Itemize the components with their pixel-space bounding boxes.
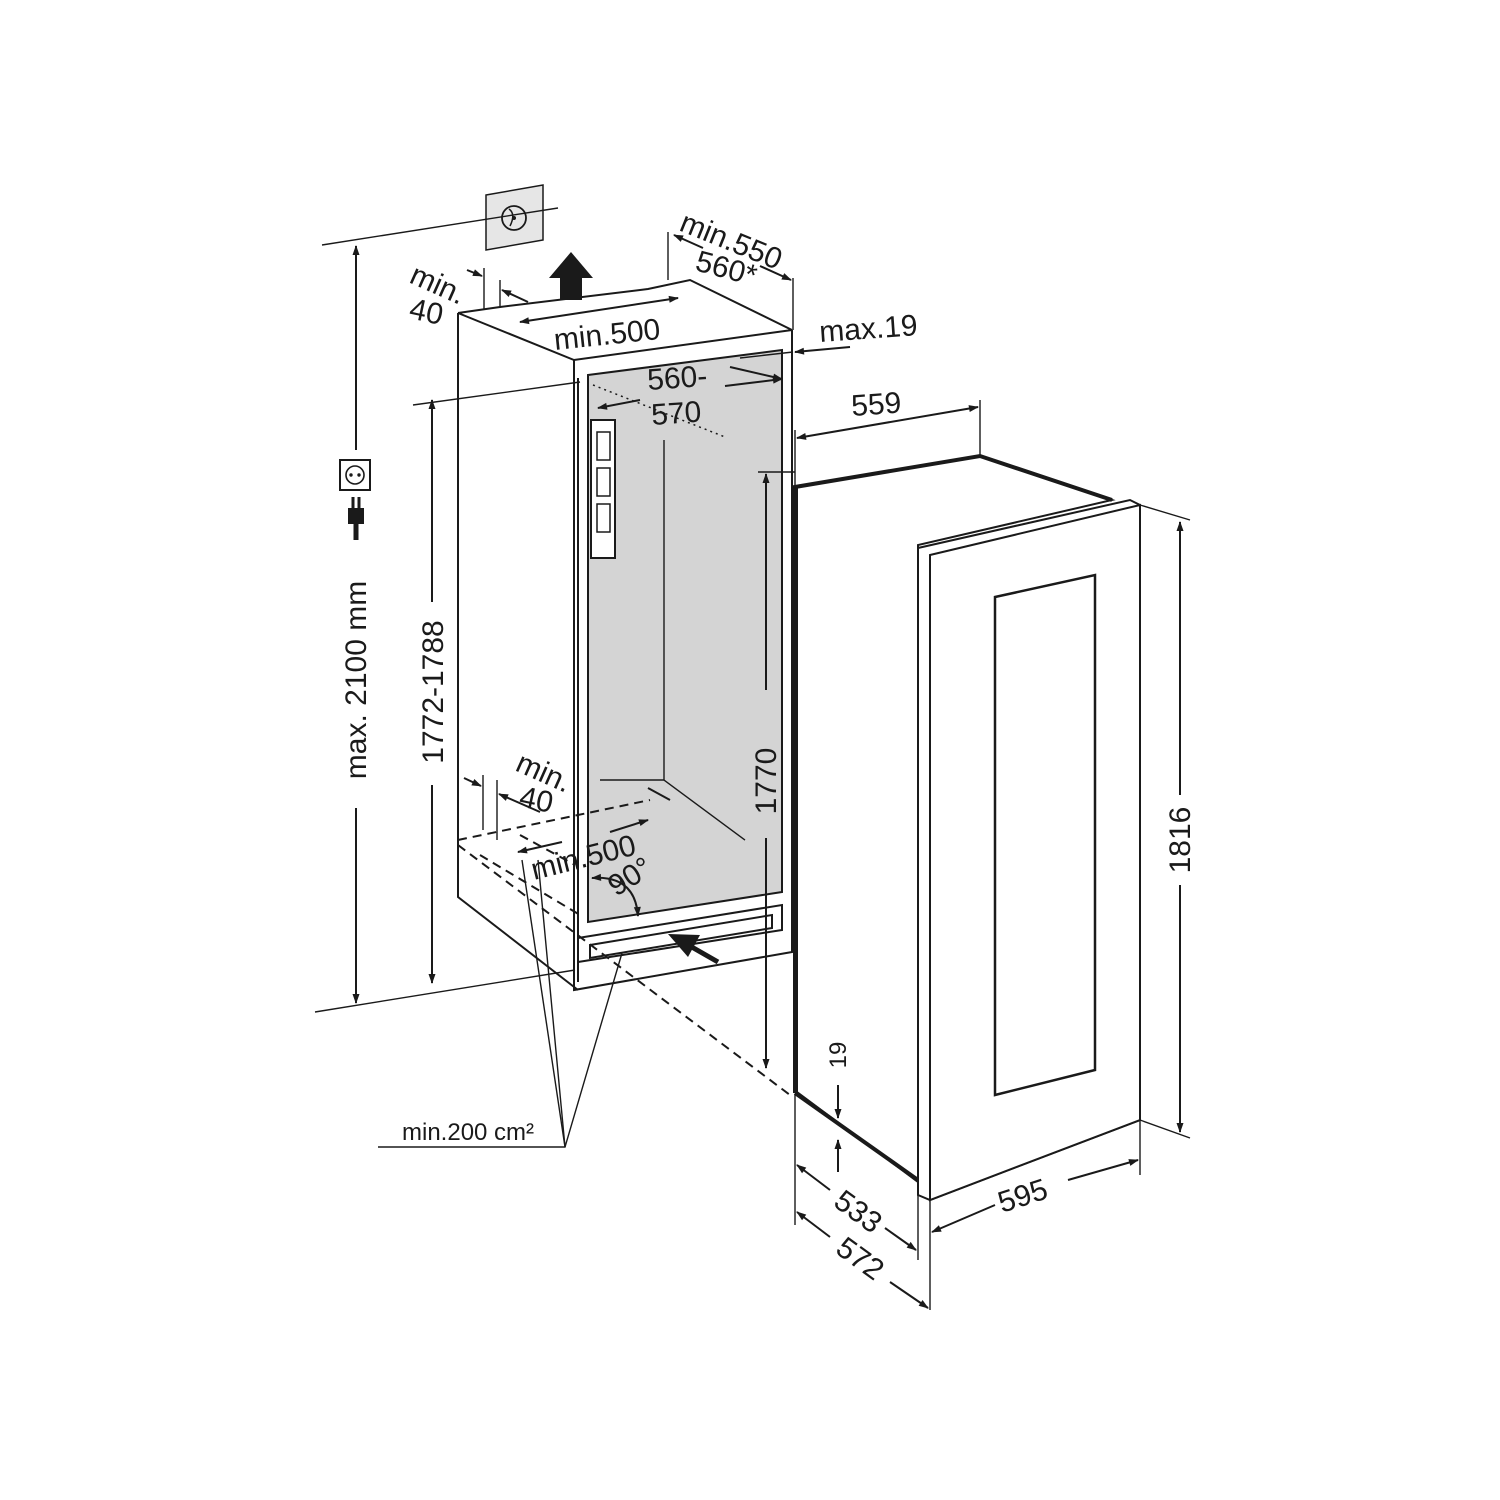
power-connection-icon bbox=[485, 184, 544, 251]
label-559: 559 bbox=[850, 387, 902, 423]
label-595: 595 bbox=[994, 1173, 1052, 1220]
label-max2100: max. 2100 mm bbox=[340, 581, 373, 779]
label-1816: 1816 bbox=[1164, 807, 1197, 874]
label-19: 19 bbox=[825, 1042, 852, 1069]
appliance bbox=[793, 453, 1141, 1202]
airflow-in-arrow-icon bbox=[668, 934, 720, 965]
dimension-labels: min.550 560* min. 40 min.500 max.19 560-… bbox=[340, 206, 1197, 1287]
plug-icon bbox=[348, 497, 364, 540]
label-533: 533 bbox=[828, 1184, 888, 1240]
label-max19: max.19 bbox=[818, 309, 918, 349]
dimension-lines bbox=[314, 207, 1191, 1310]
label-560-570-a: 560- bbox=[646, 360, 708, 397]
door-hinge-icon bbox=[590, 419, 616, 559]
label-min40-bot-b: 40 bbox=[517, 781, 557, 820]
label-min200: min.200 cm² bbox=[402, 1119, 534, 1146]
door-window bbox=[993, 573, 1097, 1097]
label-560-570-b: 570 bbox=[650, 396, 702, 432]
niche-cabinet bbox=[457, 278, 793, 992]
airflow-up-arrow-icon bbox=[549, 252, 593, 300]
niche-interior bbox=[587, 348, 783, 924]
label-1770: 1770 bbox=[750, 748, 783, 815]
ventilation-floor-lines bbox=[457, 787, 791, 1096]
socket-icon bbox=[339, 459, 371, 491]
label-572: 572 bbox=[830, 1231, 890, 1287]
label-1772-1788: 1772-1788 bbox=[417, 620, 450, 763]
label-min40-top-b: 40 bbox=[407, 293, 447, 332]
